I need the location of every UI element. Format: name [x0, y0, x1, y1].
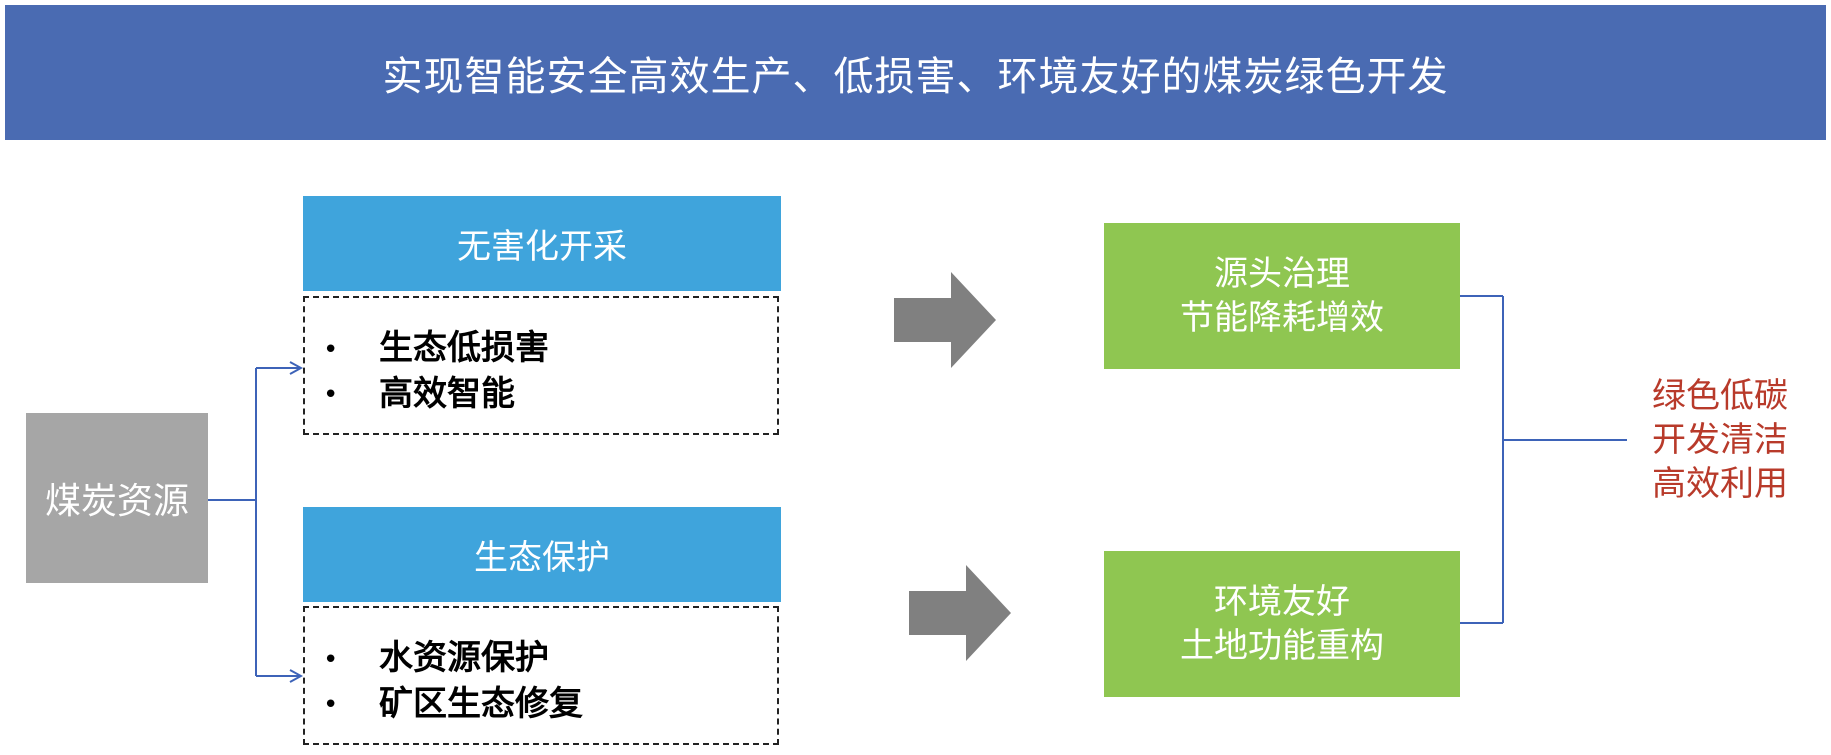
list-item: • 高效智能: [323, 372, 777, 418]
outcome-box-source-control: 源头治理 节能降耗增效: [1104, 223, 1460, 369]
bullet-glyph: •: [323, 334, 339, 365]
branch-header-label: 生态保护: [474, 538, 610, 578]
result-line: 高效利用: [1652, 464, 1788, 504]
branch-list-harmless-mining: • 生态低损害 • 高效智能: [303, 296, 779, 435]
result-line: 开发清洁: [1652, 420, 1788, 460]
list-item: • 水资源保护: [323, 636, 777, 682]
outcome-line: 土地功能重构: [1180, 626, 1384, 666]
bullet-glyph: •: [323, 690, 339, 720]
branch-header-harmless-mining: 无害化开采: [303, 196, 781, 291]
list-item: • 生态低损害: [323, 326, 777, 372]
flow-arrow-2: [909, 565, 1011, 661]
outcome-line: 环境友好: [1214, 582, 1350, 622]
goal-banner-title: 实现智能安全高效生产、低损害、环境友好的煤炭绿色开发: [382, 53, 1449, 100]
outcome-line: 源头治理: [1214, 254, 1350, 294]
branch-list-ecological-protection: • 水资源保护 • 矿区生态修复: [303, 606, 779, 745]
outcome-box-environment-friendly: 环境友好 土地功能重构: [1104, 551, 1460, 697]
branch-header-label: 无害化开采: [457, 227, 627, 267]
list-item-text: 生态低损害: [379, 328, 549, 368]
list-item-text: 矿区生态修复: [379, 683, 583, 724]
source-box: 煤炭资源: [26, 413, 208, 583]
bullet-glyph: •: [323, 380, 339, 410]
list-item-text: 水资源保护: [379, 638, 549, 678]
result-text: 绿色低碳 开发清洁 高效利用: [1630, 374, 1810, 506]
list-item-text: 高效智能: [379, 373, 515, 414]
flow-arrow-1: [894, 272, 996, 368]
list-item: • 矿区生态修复: [323, 682, 777, 728]
source-label: 煤炭资源: [44, 481, 189, 522]
bullet-glyph: •: [323, 644, 339, 675]
branch-header-ecological-protection: 生态保护: [303, 507, 781, 602]
goal-banner: 实现智能安全高效生产、低损害、环境友好的煤炭绿色开发: [5, 5, 1826, 140]
outcome-line: 节能降耗增效: [1180, 298, 1384, 338]
result-line: 绿色低碳: [1652, 376, 1788, 416]
